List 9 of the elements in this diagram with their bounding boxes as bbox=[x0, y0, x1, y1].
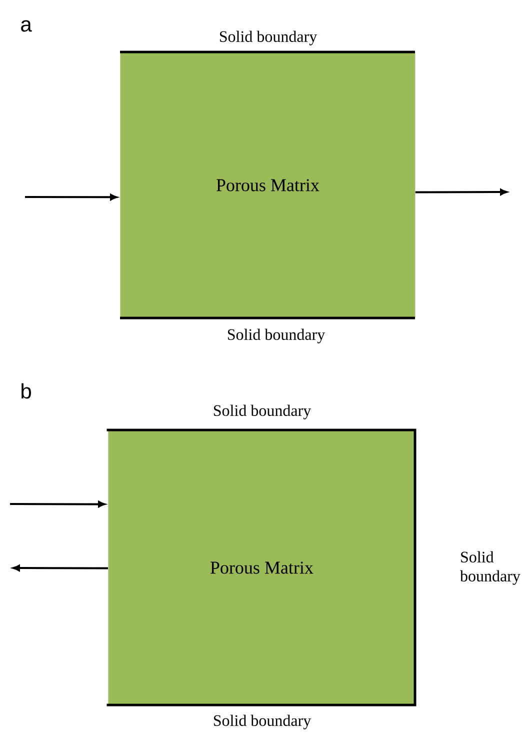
arrow bbox=[12, 564, 108, 572]
panel-letter: a bbox=[21, 20, 32, 32]
porous-matrix-box: Porous Matrix bbox=[120, 52, 416, 318]
panel-letter: b bbox=[22, 383, 31, 399]
boundary-label: Solid boundary bbox=[460, 551, 520, 585]
arrow bbox=[415, 188, 508, 196]
arrow bbox=[25, 194, 118, 200]
arrow bbox=[10, 501, 106, 508]
porous-matrix-box: Porous Matrix bbox=[108, 430, 416, 706]
